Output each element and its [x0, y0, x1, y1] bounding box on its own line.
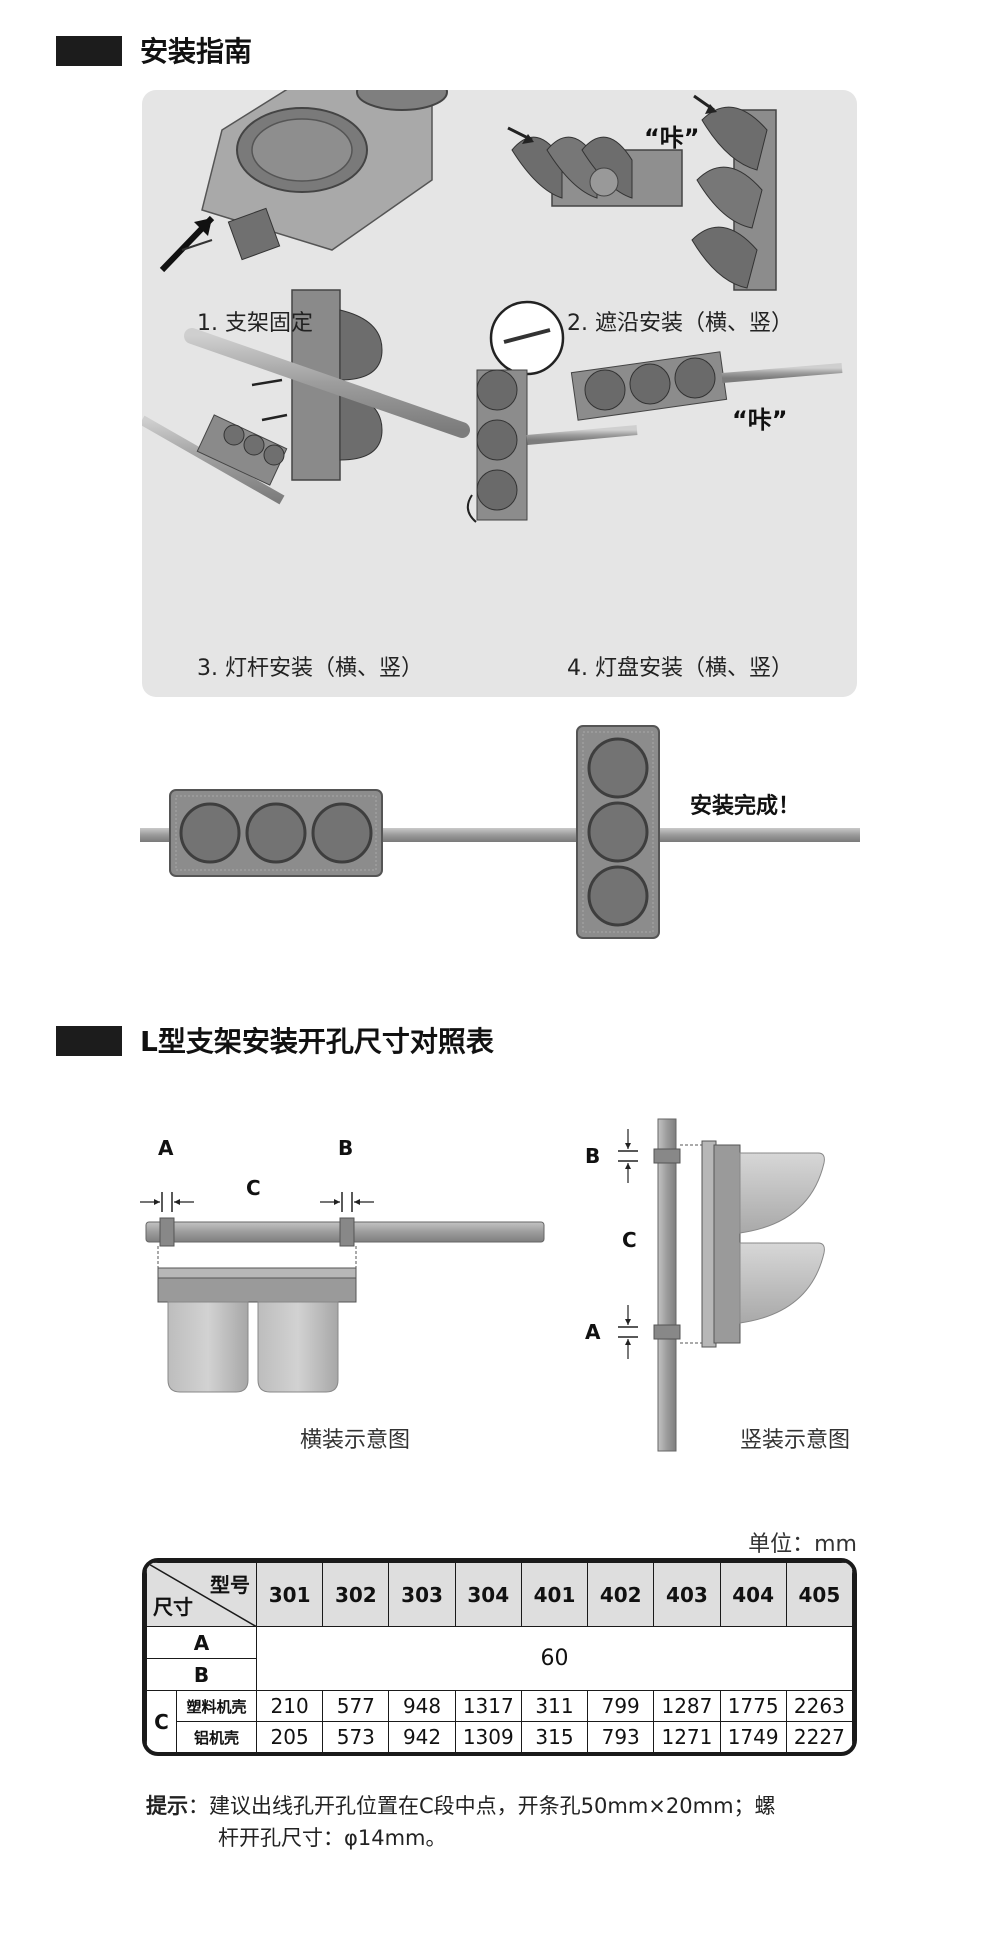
step2-click-sound: “咔” — [644, 124, 700, 152]
plastic-value: 1287 — [653, 1690, 721, 1722]
aluminum-value: 1749 — [719, 1721, 787, 1752]
section-title-guide: 安装指南 — [140, 35, 253, 68]
aluminum-value: 1309 — [454, 1721, 522, 1752]
unit-label: 单位：mm — [748, 1532, 857, 1557]
section-marker — [56, 36, 122, 66]
vertical-diagram-caption: 竖装示意图 — [740, 1428, 851, 1453]
table-row-a: A 60 — [146, 1626, 853, 1691]
row-label-b: B — [146, 1658, 257, 1691]
row-label-c: C — [146, 1690, 177, 1752]
plastic-housing-label: 塑料机壳 — [176, 1690, 257, 1722]
corner-diagonal — [147, 1563, 257, 1627]
note-label: 提示 — [146, 1794, 188, 1818]
step3-caption: 3. 灯杆安装（横、竖） — [197, 656, 423, 681]
completed-installation-illustration — [140, 725, 860, 939]
row-label-a: A — [146, 1626, 257, 1659]
model-header: 型号 — [210, 1573, 250, 1597]
vertical-label-c: C — [622, 1228, 637, 1252]
aluminum-value: 793 — [587, 1721, 655, 1752]
table-row-aluminum: 铝机壳 205 573 942 1309 315 793 1271 1749 2… — [147, 1721, 853, 1752]
plastic-value: 948 — [388, 1690, 456, 1722]
plastic-value: 799 — [587, 1690, 655, 1722]
aluminum-housing-label: 铝机壳 — [176, 1721, 257, 1752]
installation-guide-panel: 1. 支架固定 2. 遮沿安装（横、竖） “咔” 3. 灯杆安装（横、竖） 4.… — [142, 90, 857, 697]
size-header: 尺寸 — [153, 1595, 193, 1619]
aluminum-value: 315 — [520, 1721, 589, 1752]
aluminum-value: 1271 — [653, 1721, 721, 1752]
model-cell: 302 — [322, 1562, 390, 1627]
vertical-signal-head — [576, 725, 660, 939]
model-cell: 403 — [653, 1562, 721, 1627]
installation-note: 提示：建议出线孔开孔位置在C段中点，开条孔50mm×20mm；螺 杆开孔尺寸：φ… — [146, 1790, 861, 1854]
step1-caption: 1. 支架固定 — [197, 311, 313, 336]
vertical-label-a: A — [585, 1320, 601, 1344]
installation-illustrations — [142, 90, 843, 523]
plastic-value: 577 — [322, 1690, 390, 1722]
table-row-b: B — [146, 1658, 853, 1691]
horizontal-diagram-caption: 横装示意图 — [300, 1428, 411, 1453]
step2-caption: 2. 遮沿安装（横、竖） — [567, 311, 793, 336]
step1-illustration — [159, 90, 448, 273]
model-cell: 402 — [587, 1562, 655, 1627]
note-line-2: 杆开孔尺寸：φ14mm。 — [218, 1826, 447, 1850]
plastic-value: 2263 — [785, 1690, 853, 1722]
table-row-plastic: C 塑料机壳 210 577 948 1317 311 799 1287 177… — [146, 1690, 853, 1752]
horizontal-label-c: C — [246, 1176, 261, 1200]
plastic-value: 311 — [520, 1690, 589, 1722]
model-cell: 401 — [520, 1562, 589, 1627]
step3-illustration — [142, 289, 470, 505]
model-cell: 303 — [388, 1562, 456, 1627]
ab-value-cell: 60 — [256, 1626, 853, 1691]
step4-caption: 4. 灯盘安装（横、竖） — [567, 656, 793, 681]
aluminum-value: 2227 — [785, 1721, 853, 1752]
model-cell: 304 — [454, 1562, 522, 1627]
aluminum-value: 205 — [255, 1721, 324, 1752]
dimension-table: 型号 尺寸 301 302 303 304 401 402 403 404 40… — [142, 1558, 857, 1756]
horizontal-label-b: B — [338, 1136, 354, 1160]
plastic-value: 1317 — [454, 1690, 522, 1722]
aluminum-value: 942 — [388, 1721, 456, 1752]
step2-illustration — [507, 94, 777, 291]
step4-click-sound: “咔” — [732, 406, 788, 434]
horizontal-label-a: A — [158, 1136, 174, 1160]
section-marker — [56, 1026, 122, 1056]
model-cell: 405 — [785, 1562, 853, 1627]
vertical-mount-diagram — [618, 1118, 825, 1452]
plastic-value: 210 — [255, 1690, 324, 1722]
model-cell: 301 — [255, 1562, 324, 1627]
aluminum-value: 573 — [322, 1721, 390, 1752]
plastic-value: 1775 — [719, 1690, 787, 1722]
horizontal-signal-head — [169, 789, 383, 877]
step4-illustration — [466, 300, 843, 523]
vertical-label-b: B — [585, 1144, 601, 1168]
horizontal-mount-diagram — [140, 1192, 545, 1393]
table-corner-cell: 型号 尺寸 — [146, 1562, 257, 1627]
model-cell: 404 — [719, 1562, 787, 1627]
section-title-dimensions: L型支架安装开孔尺寸对照表 — [140, 1025, 494, 1058]
installation-complete-label: 安装完成！ — [690, 794, 801, 819]
note-line-1: ：建议出线孔开孔位置在C段中点，开条孔50mm×20mm；螺 — [188, 1794, 776, 1818]
table-header-row: 型号 尺寸 301 302 303 304 401 402 403 404 40… — [146, 1562, 853, 1627]
